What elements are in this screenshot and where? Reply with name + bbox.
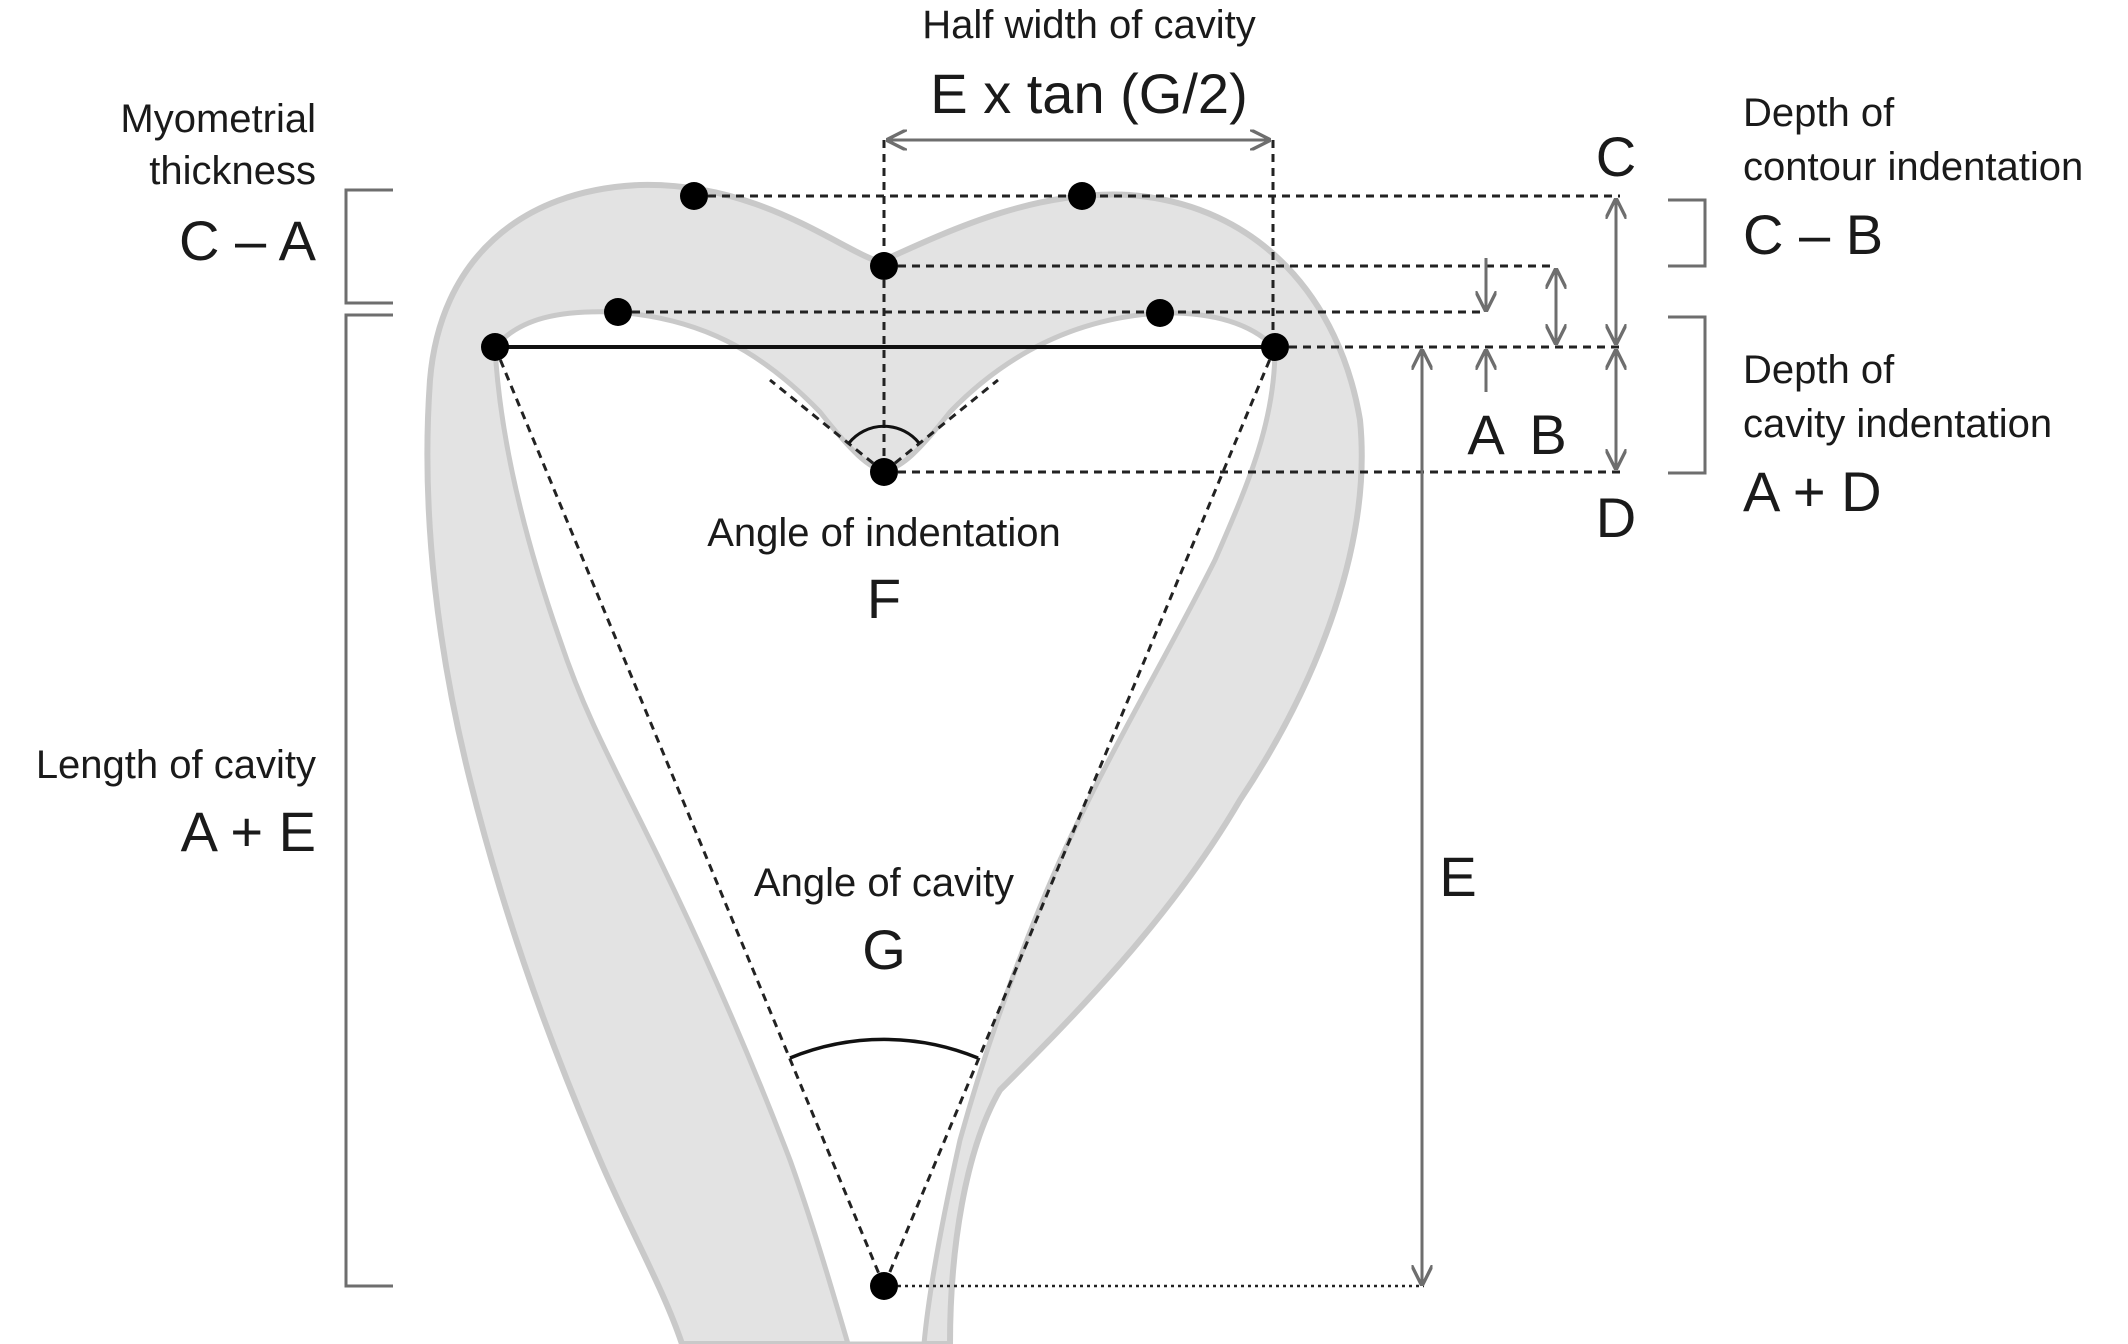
inner-right-peak-dot bbox=[1146, 299, 1174, 327]
left-cornual-dot bbox=[481, 333, 509, 361]
letter-a: A bbox=[1467, 403, 1505, 466]
angle-indentation-arc bbox=[847, 424, 921, 444]
letter-d: D bbox=[1596, 486, 1636, 549]
cavity-indent-bracket bbox=[1668, 315, 1707, 475]
length-title: Length of cavity bbox=[36, 743, 316, 787]
angle-cavity-title: Angle of cavity bbox=[754, 861, 1014, 905]
myometrial-title-2: thickness bbox=[149, 149, 316, 193]
indent-side-left bbox=[769, 378, 885, 474]
uterine-cavity bbox=[492, 309, 1278, 1344]
indentation-apex-dot bbox=[870, 458, 898, 486]
letter-b: B bbox=[1529, 403, 1566, 466]
cavity-indent-title-1: Depth of bbox=[1743, 348, 1895, 392]
cavity-apex-dot bbox=[870, 1272, 898, 1300]
contour-bracket bbox=[1668, 198, 1707, 268]
myometrial-formula: C – A bbox=[179, 209, 317, 272]
angle-cavity-letter: G bbox=[862, 918, 906, 981]
contour-title-1: Depth of bbox=[1743, 91, 1895, 135]
inner-left-peak-dot bbox=[604, 298, 632, 326]
right-cornual-dot bbox=[1261, 333, 1289, 361]
cavity-indent-title-2: cavity indentation bbox=[1743, 402, 2052, 446]
half-width-title: Half width of cavity bbox=[922, 3, 1255, 47]
letter-c: C bbox=[1596, 125, 1636, 188]
angle-cavity-arc bbox=[789, 1037, 979, 1060]
outer-left-peak-dot bbox=[680, 182, 708, 210]
length-formula: A + E bbox=[181, 800, 316, 863]
angle-indentation-letter: F bbox=[867, 567, 901, 630]
contour-title-2: contour indentation bbox=[1743, 145, 2083, 189]
contour-formula: C – B bbox=[1743, 203, 1883, 266]
myometrial-bracket bbox=[344, 188, 393, 305]
myometrial-title-1: Myometrial bbox=[120, 97, 316, 141]
outer-indent-dot bbox=[870, 252, 898, 280]
length-bracket bbox=[344, 313, 393, 1288]
angle-indentation-title: Angle of indentation bbox=[707, 511, 1061, 555]
indent-side-right bbox=[883, 378, 999, 474]
letter-e: E bbox=[1439, 845, 1476, 908]
half-width-formula: E x tan (G/2) bbox=[930, 62, 1247, 125]
cavity-side-right bbox=[882, 346, 1277, 1287]
outer-right-peak-dot bbox=[1068, 182, 1096, 210]
cavity-side-left bbox=[493, 346, 886, 1287]
cavity-indent-formula: A + D bbox=[1743, 460, 1882, 523]
